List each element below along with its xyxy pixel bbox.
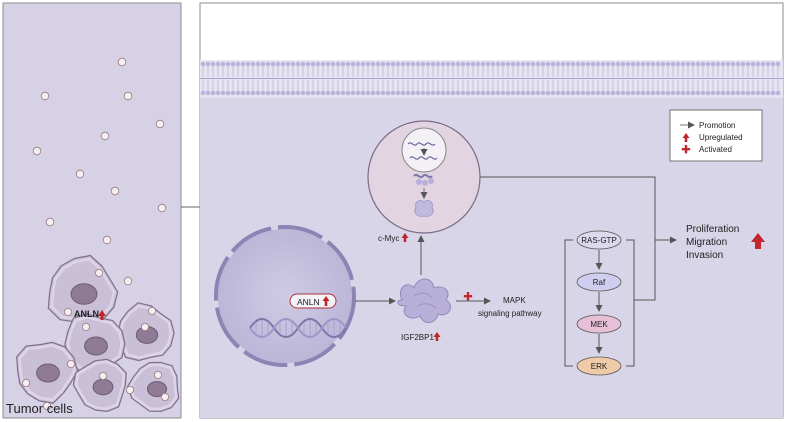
cmyc-translation-circle bbox=[367, 120, 481, 234]
mapk-label: MAPK bbox=[503, 296, 526, 305]
tumor-cells-panel: ANLN Tumor cells bbox=[2, 2, 182, 419]
ras-label: RAS-GTP bbox=[581, 236, 617, 245]
outcome-invasion: Invasion bbox=[686, 250, 723, 261]
igf2bp1-up-arrow-icon bbox=[433, 332, 441, 341]
mapk-pathway-label: signaling pathway bbox=[478, 309, 542, 318]
igf2bp1-protein bbox=[397, 278, 451, 323]
mek-label: MEK bbox=[590, 320, 608, 329]
legend-activated: Activated bbox=[699, 145, 732, 154]
tumor-cell bbox=[16, 341, 79, 404]
cascade-bracket-left bbox=[564, 239, 573, 367]
activated-plus-icon bbox=[463, 292, 473, 301]
erk-node: ERK bbox=[576, 356, 622, 376]
legend: Promotion Upregulated Activated bbox=[669, 109, 763, 162]
extracellular-vesicles bbox=[32, 57, 167, 286]
anln-label: ANLN bbox=[297, 297, 320, 307]
cell-anln-label: ANLN bbox=[74, 309, 99, 319]
nucleus: ANLN bbox=[214, 225, 356, 367]
legend-up-arrow-icon bbox=[682, 133, 690, 142]
legend-plus-icon bbox=[681, 145, 691, 154]
legend-promotion: Promotion bbox=[699, 121, 735, 130]
cmyc-up-arrow-icon bbox=[401, 233, 409, 242]
erk-label: ERK bbox=[591, 362, 608, 371]
mek-node: MEK bbox=[576, 314, 622, 334]
cmyc-label: c-Myc bbox=[378, 234, 399, 243]
line-cascade-outcome bbox=[634, 240, 656, 301]
tumor-cell bbox=[72, 358, 127, 412]
cell-membrane bbox=[200, 60, 783, 98]
dna-helix bbox=[249, 318, 347, 338]
legend-upregulated: Upregulated bbox=[699, 133, 743, 142]
anln-pill bbox=[289, 293, 337, 309]
up-arrow-icon bbox=[98, 310, 106, 320]
outcome-proliferation: Proliferation bbox=[686, 224, 739, 235]
cascade-bracket-right bbox=[626, 239, 635, 367]
tumor-cell-cluster bbox=[16, 254, 180, 412]
igf2bp1-label: IGF2BP1 bbox=[401, 333, 434, 342]
line-cmyc-outcome bbox=[480, 176, 656, 240]
tumor-cells-label: Tumor cells bbox=[6, 401, 73, 416]
raf-label: Raf bbox=[593, 278, 606, 287]
raf-node: Raf bbox=[576, 272, 622, 292]
ras-node: RAS-GTP bbox=[576, 230, 622, 250]
outcome-up-arrow-icon bbox=[751, 233, 765, 249]
anln-up-arrow-icon bbox=[322, 296, 330, 306]
outcome-migration: Migration bbox=[686, 237, 727, 248]
tumor-cell bbox=[117, 302, 175, 362]
